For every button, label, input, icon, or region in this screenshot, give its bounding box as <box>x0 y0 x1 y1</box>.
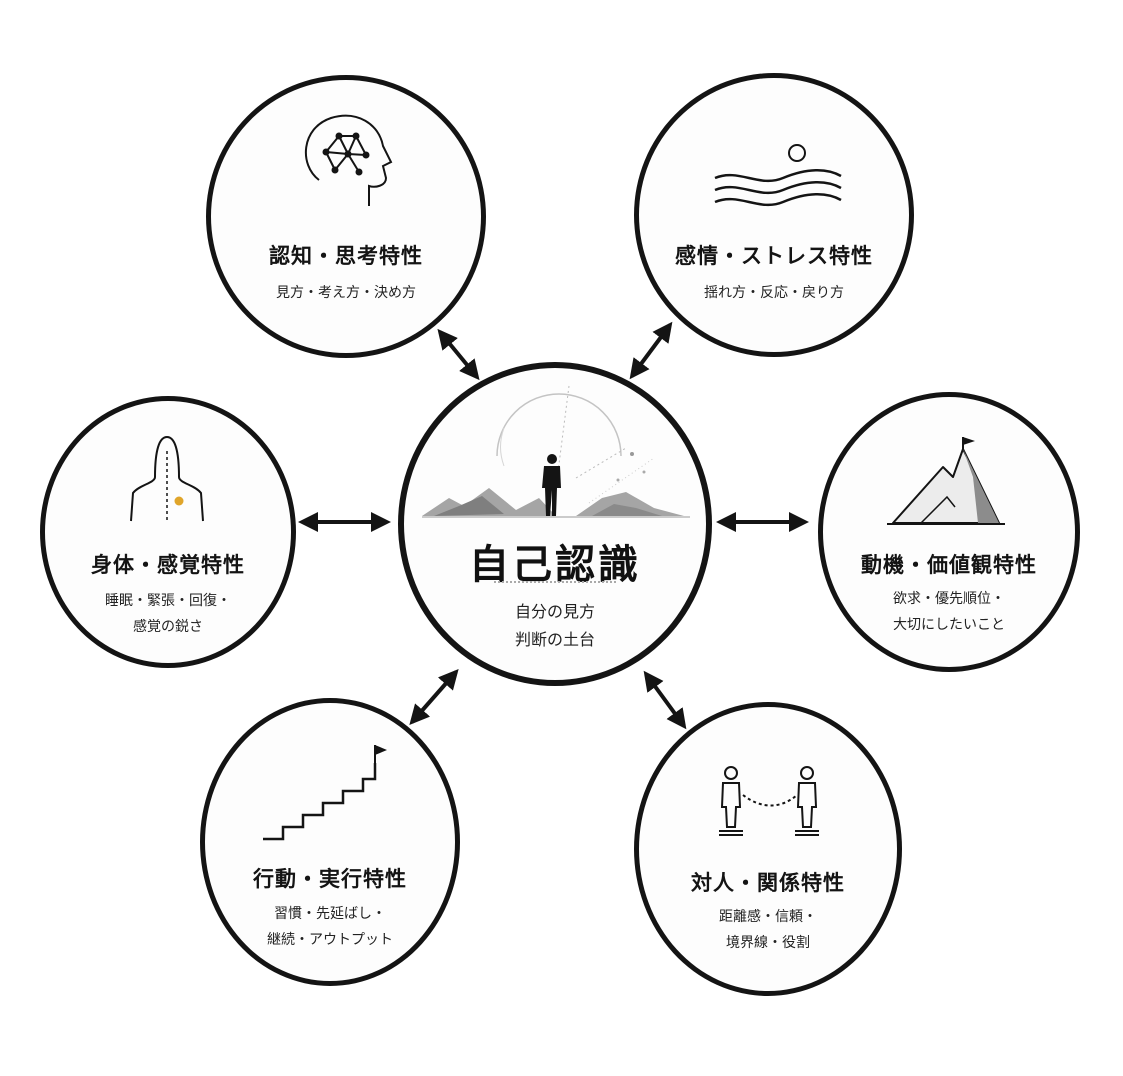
node-motivation: 動機・価値観特性 欲求・優先順位・ 大切にしたいこと <box>818 392 1080 672</box>
node-subtitle-line: 感覚の鋭さ <box>133 619 203 635</box>
center-title: 自己認識 <box>469 542 641 588</box>
node-subtitle-line: 欲求・優先順位・ <box>893 591 1005 607</box>
waves-sun-icon <box>714 144 842 207</box>
center-subtitle: 自分の見方 判断の土台 <box>404 598 706 654</box>
node-title: 行動・実行特性 <box>253 867 407 891</box>
node-action: 行動・実行特性 習慣・先延ばし・ 継続・アウトプット <box>200 698 460 986</box>
arrow-cognition <box>437 328 480 381</box>
body-silhouette-icon <box>130 435 204 523</box>
node-cognition: 認知・思考特性 見方・考え方・決め方 <box>206 75 486 358</box>
horizon-figure-icon <box>422 385 690 518</box>
node-subtitle: 見方・考え方・決め方 <box>211 280 481 306</box>
brain-network-icon <box>304 114 393 206</box>
node-subtitle-line: 継続・アウトプット <box>267 932 393 948</box>
mountain-flag-icon <box>887 437 1005 525</box>
node-subtitle: 距離感・信頼・ 境界線・役割 <box>639 904 897 956</box>
node-title: 感情・ストレス特性 <box>675 244 873 268</box>
arrow-action <box>409 668 459 726</box>
stairs-flag-icon <box>263 745 387 841</box>
arrow-relation <box>643 670 687 730</box>
node-emotion: 感情・ストレス特性 揺れ方・反応・戻り方 <box>634 73 914 357</box>
node-subtitle-line: 境界線・役割 <box>726 935 810 951</box>
node-subtitle-line: 大切にしたいこと <box>893 617 1005 633</box>
node-title: 身体・感覚特性 <box>91 553 245 577</box>
node-subtitle-line: 揺れ方・反応・戻り方 <box>704 285 844 301</box>
node-title: 認知・思考特性 <box>269 244 423 268</box>
node-subtitle: 欲求・優先順位・ 大切にしたいこと <box>823 586 1075 638</box>
center-node: 自己認識 自分の見方 判断の土台 <box>398 362 712 686</box>
node-relation: 対人・関係特性 距離感・信頼・ 境界線・役割 <box>634 702 902 996</box>
node-subtitle-line: 距離感・信頼・ <box>719 909 817 925</box>
node-body: 身体・感覚特性 睡眠・緊張・回復・ 感覚の鋭さ <box>40 396 296 668</box>
node-title: 対人・関係特性 <box>691 871 845 895</box>
node-subtitle: 睡眠・緊張・回復・ 感覚の鋭さ <box>45 588 291 640</box>
node-subtitle-line: 見方・考え方・決め方 <box>276 285 416 301</box>
node-subtitle: 揺れ方・反応・戻り方 <box>639 280 909 306</box>
center-subtitle-line: 判断の土台 <box>514 630 595 649</box>
center-subtitle-line: 自分の見方 <box>514 602 595 621</box>
node-subtitle-line: 習慣・先延ばし・ <box>274 906 386 922</box>
center-divider <box>494 581 616 583</box>
node-subtitle: 習慣・先延ばし・ 継続・アウトプット <box>205 901 455 953</box>
node-title: 動機・価値観特性 <box>861 553 1037 577</box>
two-people-icon <box>719 766 819 836</box>
node-subtitle-line: 睡眠・緊張・回復・ <box>105 593 231 609</box>
arrow-emotion <box>629 321 673 380</box>
